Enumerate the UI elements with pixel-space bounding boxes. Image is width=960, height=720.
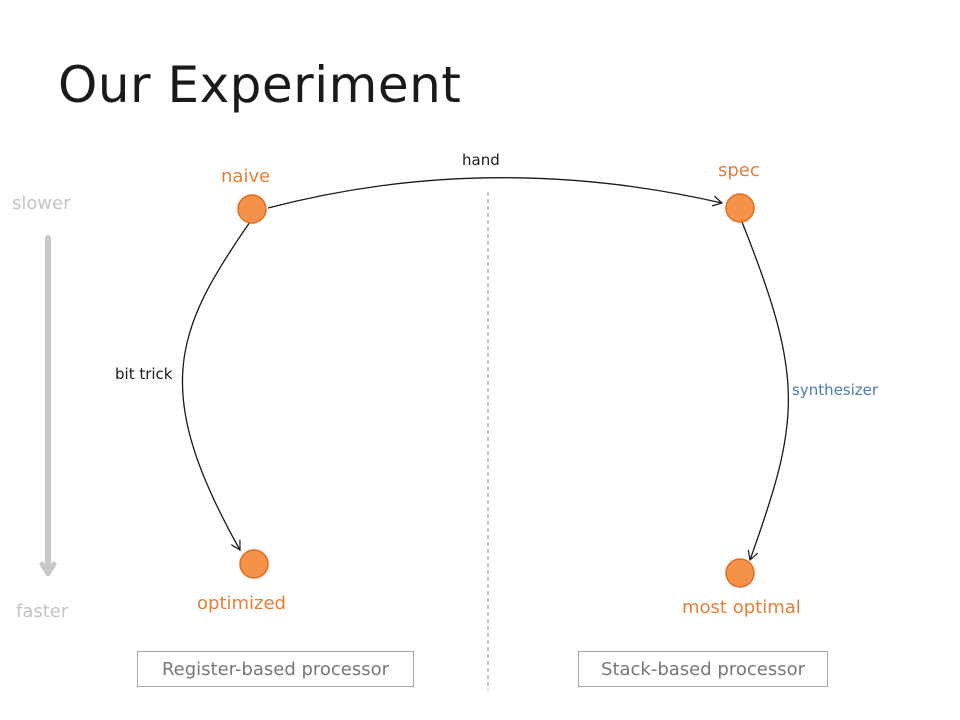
page-title: Our Experiment (58, 56, 462, 114)
speed-axis-arrowhead (39, 561, 57, 577)
edge-hand (267, 177, 724, 209)
node-spec (725, 193, 755, 223)
axis-label-faster: faster (16, 601, 69, 622)
stack-processor-box: Stack-based processor (578, 651, 828, 687)
axis-label-slower: slower (12, 193, 71, 214)
edge-bit-trick (181, 221, 251, 552)
edge-label-hand: hand (462, 151, 500, 169)
node-label-naive: naive (221, 166, 271, 187)
node-most-optimal (725, 558, 755, 588)
edge-label-synthesizer: synthesizer (792, 381, 879, 399)
node-naive (237, 194, 267, 224)
node-optimized (239, 549, 269, 579)
register-processor-box: Register-based processor (137, 651, 414, 687)
node-label-most-optimal: most optimal (682, 597, 801, 618)
edge-label-bit-trick: bit trick (115, 365, 173, 383)
node-label-spec: spec (718, 160, 760, 181)
node-label-optimized: optimized (197, 593, 286, 614)
edge-synthesizer (741, 221, 789, 562)
